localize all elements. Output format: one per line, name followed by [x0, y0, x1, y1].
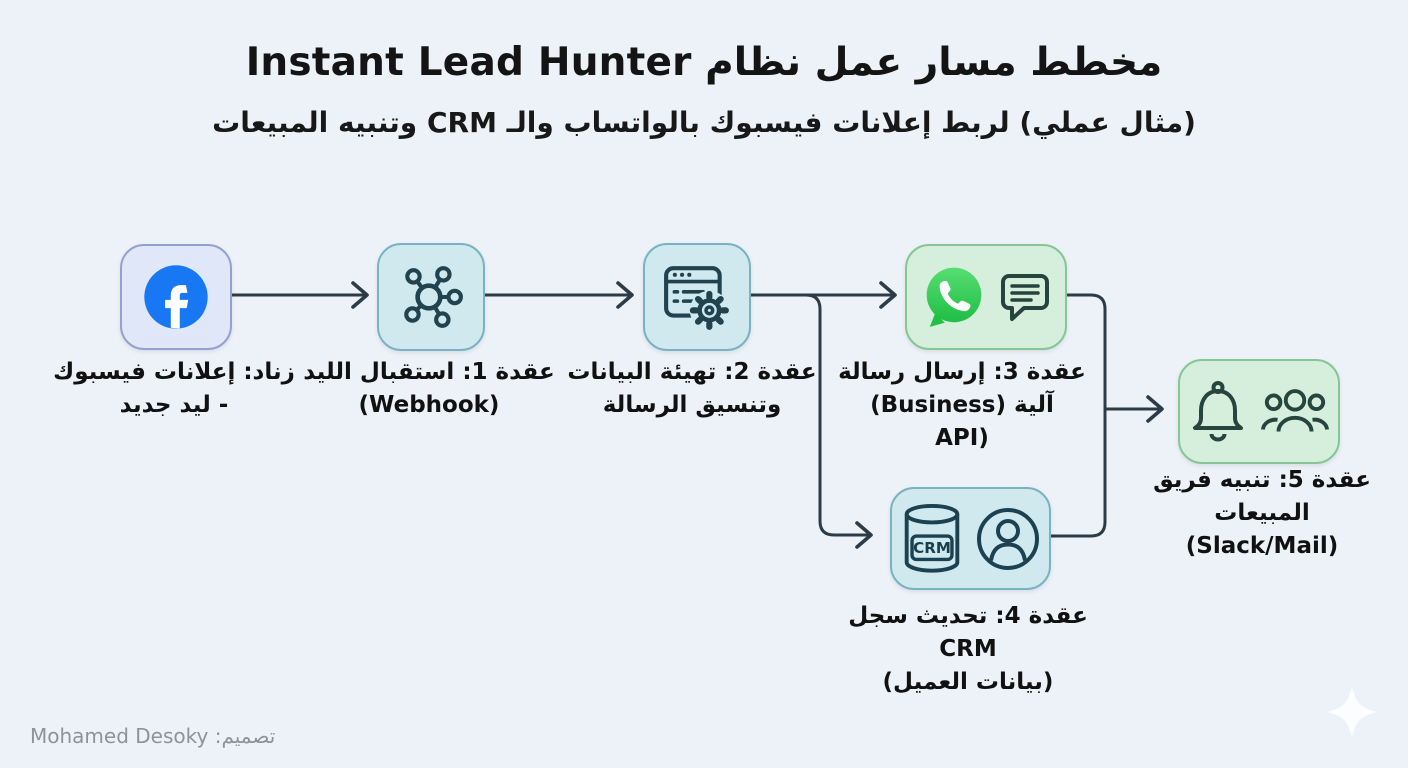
- gear-icon: [689, 290, 729, 330]
- webhook-hub-icon: [404, 266, 463, 328]
- label-crm-update: عقدة 4: تحديث سجل CRM (بيانات العميل): [848, 603, 1088, 695]
- arrowhead-icon: [855, 521, 873, 549]
- page-title: مخطط مسار عمل نظام Instant Lead Hunter: [245, 40, 1163, 85]
- team-icon: [1260, 388, 1330, 432]
- whatsapp-icon: [926, 267, 982, 327]
- node-facebook-trigger: [120, 244, 232, 350]
- sparkle-icon: [1325, 685, 1379, 739]
- label-data-format: عقدة 2: تهيئة البيانات وتنسيق الرسالة: [567, 359, 817, 418]
- label-facebook-trigger: زناد: إعلانات فيسبوك - ليد جديد: [53, 359, 295, 418]
- crm-database-icon: CRM: [904, 503, 959, 573]
- node-data-format: [643, 243, 751, 351]
- bell-icon: [1193, 380, 1243, 441]
- arrowhead-icon: [1146, 395, 1164, 423]
- arrowhead-icon: [351, 281, 369, 309]
- crm-label: CRM: [913, 539, 951, 557]
- page-subtitle: (مثال عملي) لربط إعلانات فيسبوك بالواتسا…: [212, 106, 1196, 139]
- label-sales-alert: عقدة 5: تنبيه فريق المبيعات (Slack/Mail): [1153, 467, 1371, 559]
- node-sales-alert: [1178, 359, 1340, 464]
- arrowhead-icon: [616, 281, 634, 309]
- node-crm-update: CRM: [890, 487, 1051, 590]
- label-whatsapp-send: عقدة 3: إرسال رسالة آلية (Business) API): [838, 359, 1086, 451]
- chat-bubble-icon: [1001, 274, 1049, 321]
- user-icon: [976, 507, 1039, 570]
- arrowhead-icon: [879, 281, 897, 309]
- facebook-icon: [144, 265, 208, 329]
- node-whatsapp-send: [905, 244, 1067, 350]
- label-webhook: عقدة 1: استقبال الليد (Webhook): [303, 359, 555, 418]
- node-webhook: [377, 243, 485, 351]
- designer-credit: تصميم: Mohamed Desoky: [30, 724, 276, 748]
- window-gear-icon: [664, 266, 729, 330]
